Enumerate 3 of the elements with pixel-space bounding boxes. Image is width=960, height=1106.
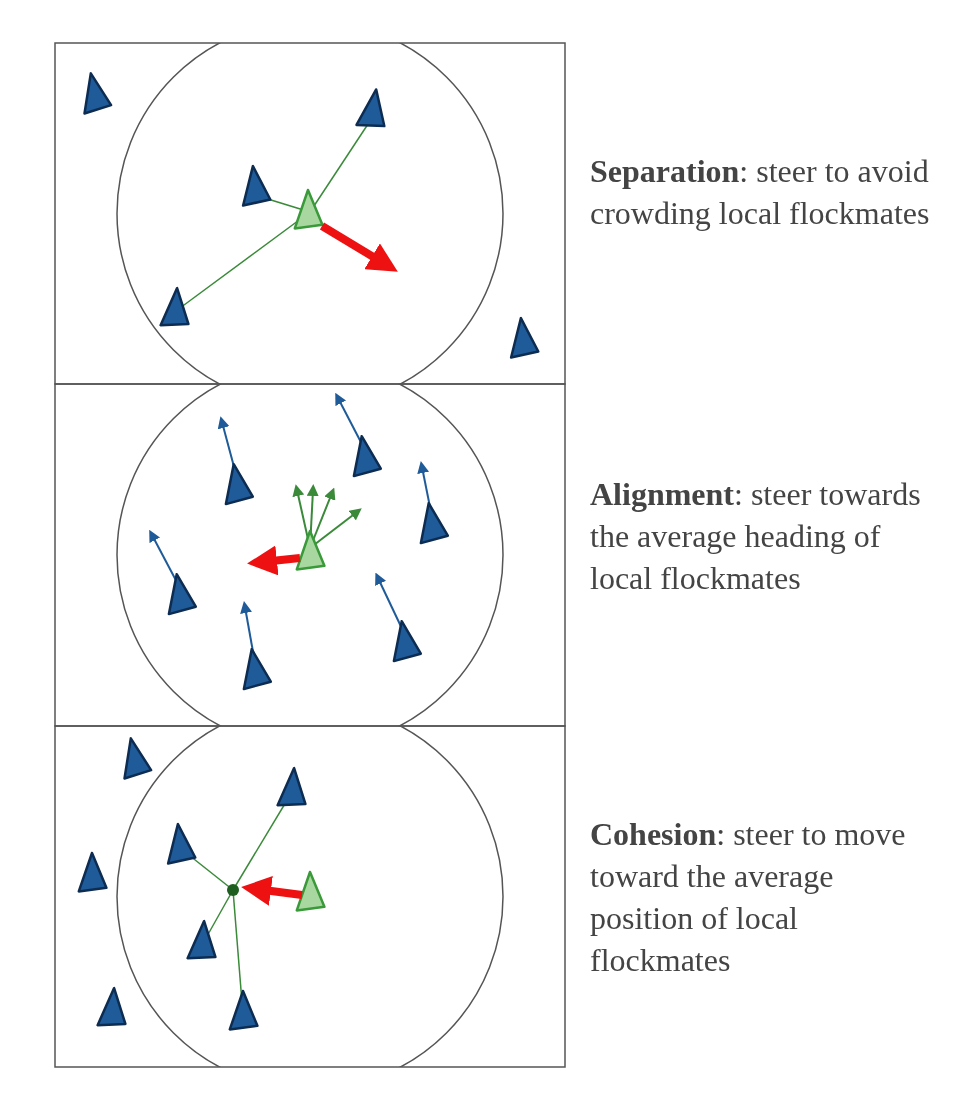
alignment-description: Alignment: steer towards the average heading of local flockmates <box>590 475 922 598</box>
cohesion-description: Cohesion: steer to move toward the average position of local flockmates <box>590 815 907 980</box>
separation-description: Separation: steer to avoid crowding local flockmates <box>590 152 930 233</box>
